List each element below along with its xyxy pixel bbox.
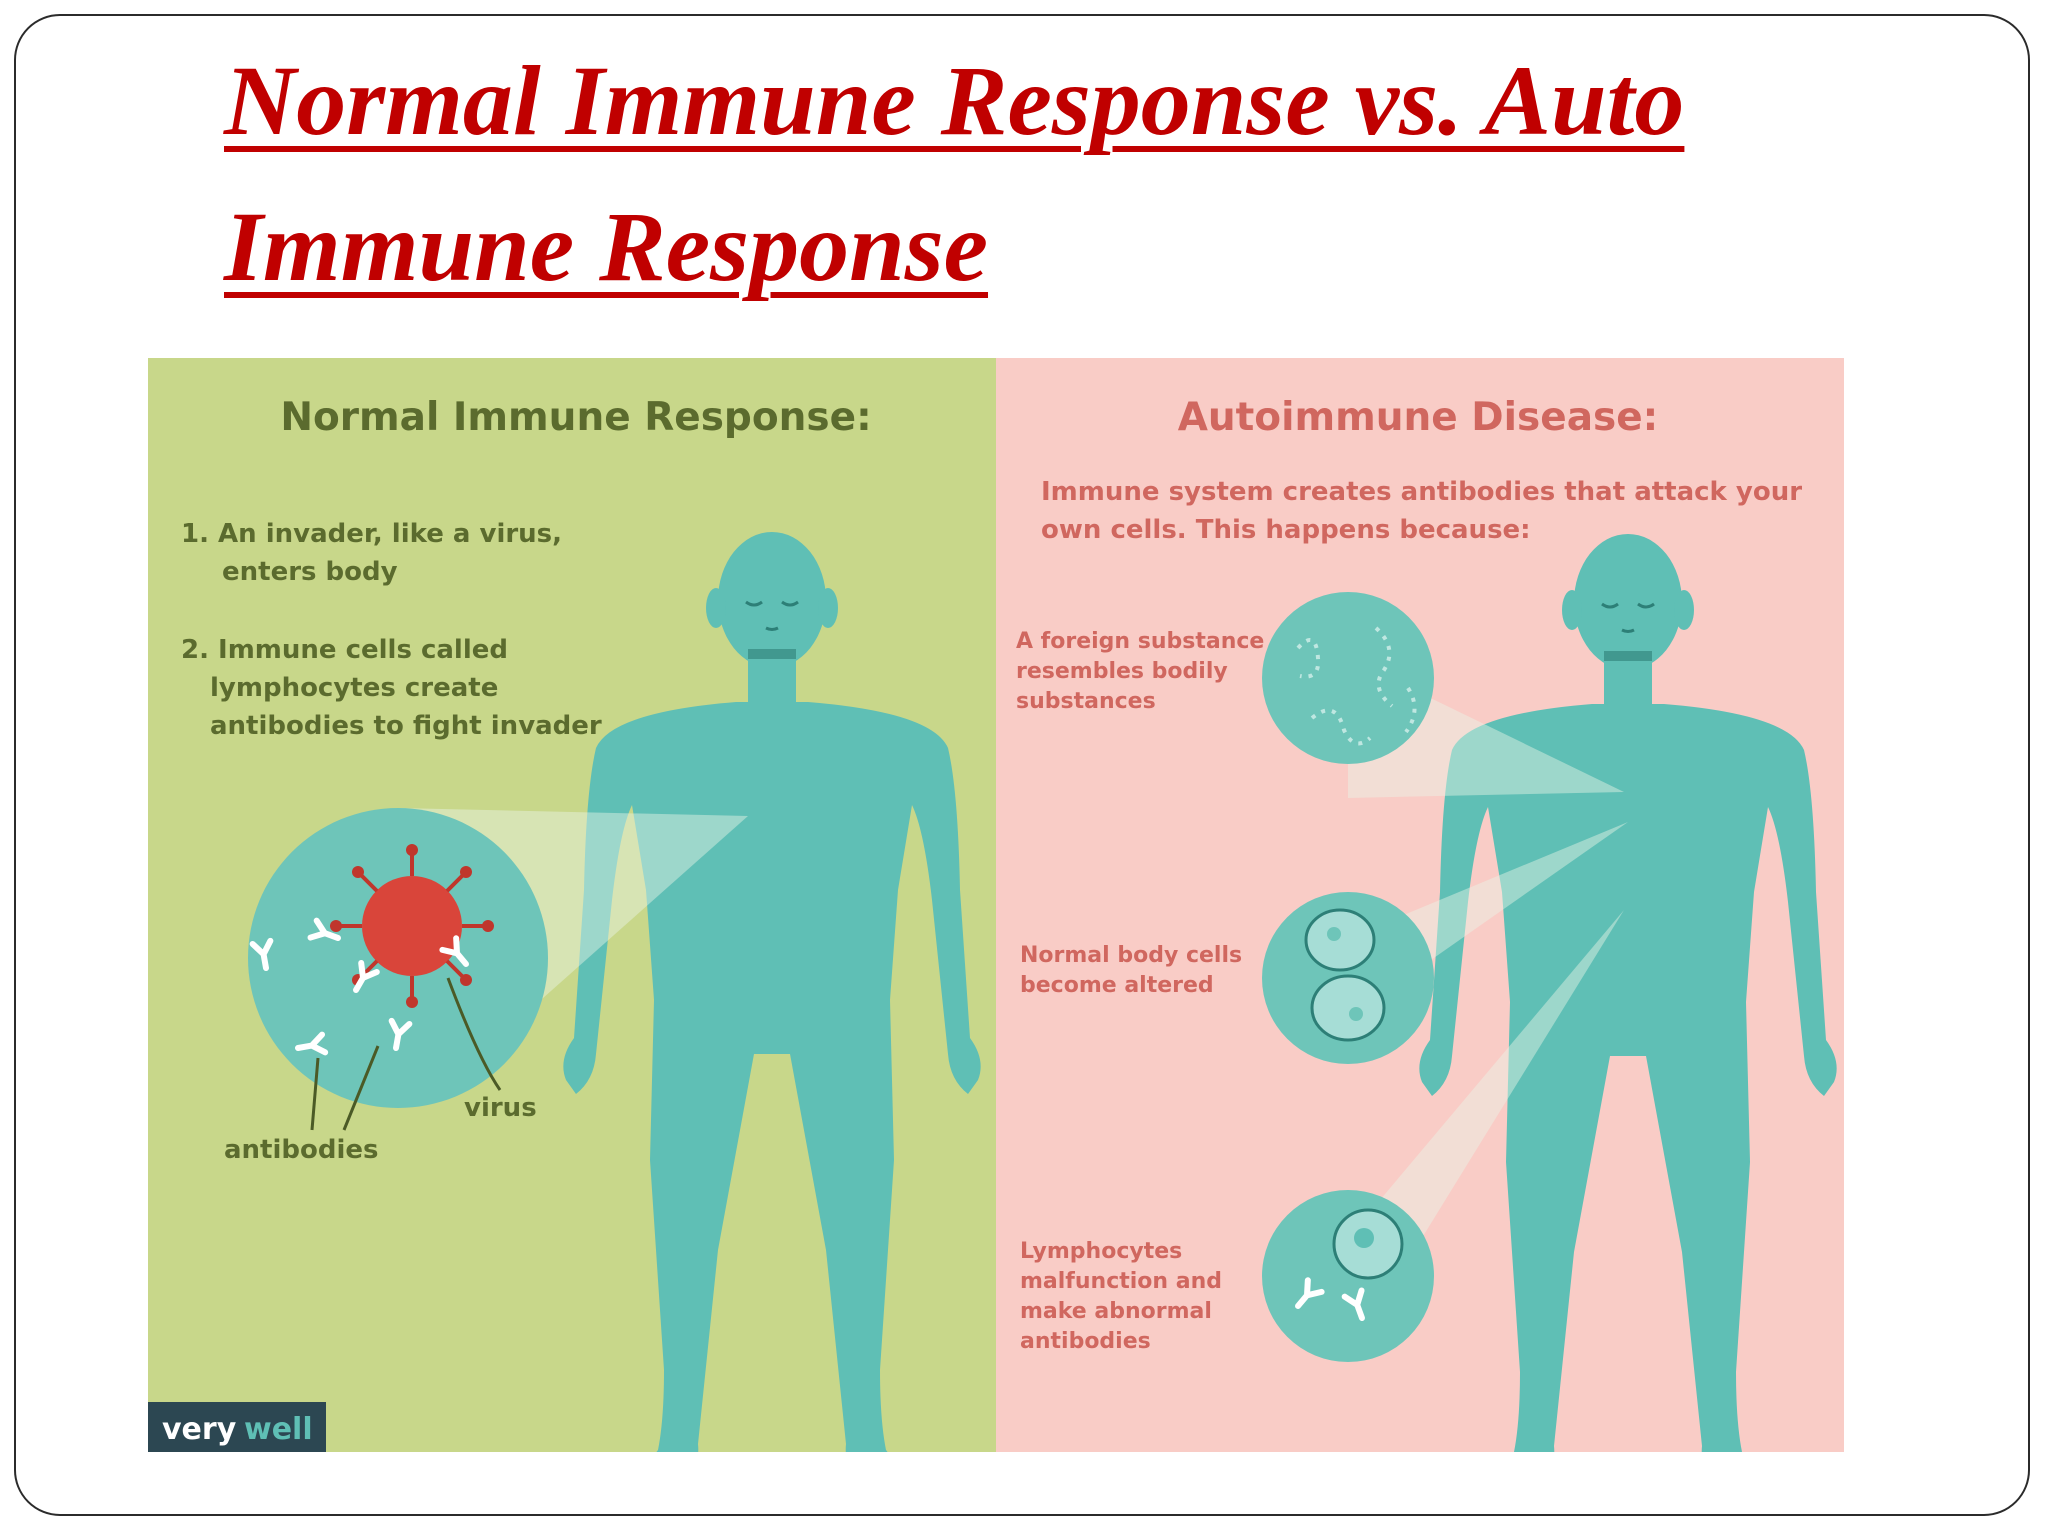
infographic: Normal Immune Response: 1. An invader, l… [148, 358, 1844, 1452]
neck-autoimmune [1604, 651, 1652, 661]
logo-part1: very [162, 1412, 237, 1447]
logo-part2: well [244, 1412, 313, 1447]
dividing-cell-icon [1304, 908, 1386, 1042]
step2-line3: antibodies to fight invader [210, 711, 602, 741]
virus-icon [330, 844, 494, 1008]
face-normal [745, 600, 799, 631]
intro-line1: Immune system creates antibodies that at… [1041, 477, 1802, 507]
face-autoimmune [1601, 602, 1655, 633]
step1-line2: enters body [222, 557, 398, 587]
neck-normal [748, 649, 796, 659]
step2-line2: lymphocytes create [210, 673, 498, 703]
label-lines [310, 977, 502, 1131]
cause3-line1: Lymphocytes [1020, 1239, 1182, 1264]
foreign-substance-icon [1296, 626, 1417, 746]
autoimmune-heading: Autoimmune Disease: [1178, 395, 1659, 440]
step1-line1: 1. An invader, like a virus, [181, 519, 562, 549]
cause2-line1: Normal body cells [1020, 943, 1242, 968]
verywell-logo-box [148, 1402, 326, 1452]
step2-line1: 2. Immune cells called [181, 635, 508, 665]
cause1-line3: substances [1016, 689, 1156, 714]
title-line-2: Immune Response [224, 191, 989, 302]
cause2-line2: become altered [1020, 973, 1214, 998]
zoom-circle-foreign [1262, 592, 1434, 764]
cause1-line1: A foreign substance [1016, 629, 1264, 654]
cause3-line3: make abnormal [1020, 1299, 1212, 1324]
intro-line2: own cells. This happens because: [1041, 515, 1531, 545]
title-line-1: Normal Immune Response vs. Auto [224, 45, 1685, 156]
cause3-line4: antibodies [1020, 1329, 1151, 1354]
cause1-line2: resembles bodily [1016, 659, 1228, 684]
cause3-line2: malfunction and [1020, 1269, 1222, 1294]
normal-heading: Normal Immune Response: [280, 395, 871, 440]
label-antibodies: antibodies [224, 1135, 379, 1165]
cell-icon [1332, 1208, 1404, 1280]
label-virus: virus [464, 1093, 537, 1123]
infographic-svg: Normal Immune Response: 1. An invader, l… [148, 358, 1844, 1452]
